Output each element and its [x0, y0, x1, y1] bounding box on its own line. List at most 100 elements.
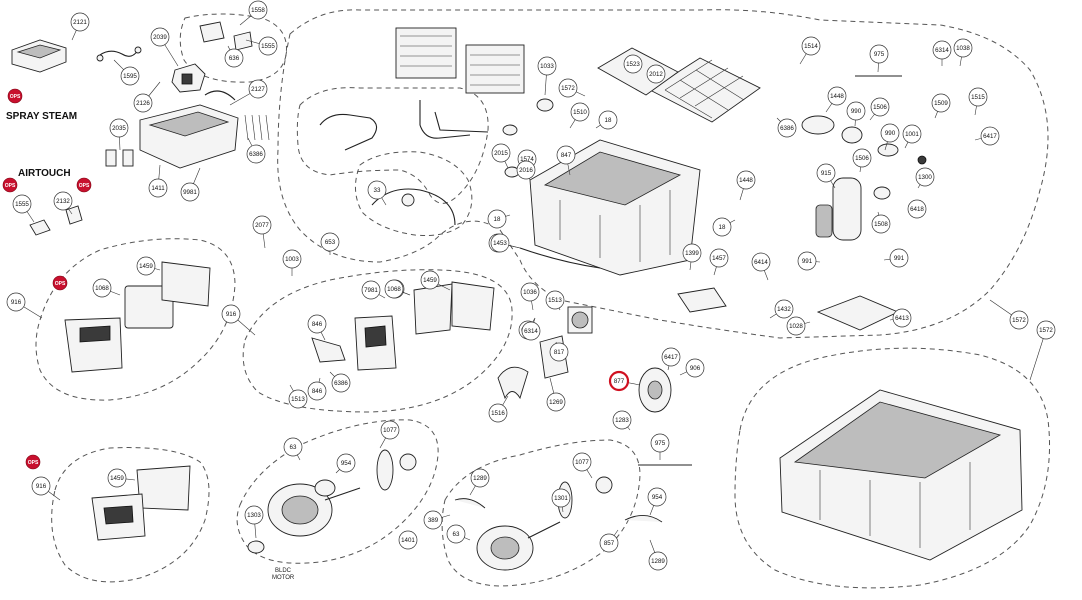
callout-circle — [968, 87, 988, 107]
callout-circle — [623, 54, 643, 74]
group-outline-pipes — [296, 87, 489, 204]
callout-circle — [244, 505, 264, 525]
callout-circle — [367, 180, 387, 200]
option-badge: OPS — [52, 275, 68, 291]
callout-circle — [915, 167, 935, 187]
callout-circle — [12, 194, 32, 214]
callout-number: 1459 — [139, 263, 153, 270]
option-badge-circle — [76, 177, 92, 193]
callout-1003: 1003 — [282, 249, 302, 276]
callout-number: 2121 — [73, 19, 87, 26]
callout-1555: 1555 — [12, 194, 35, 223]
bldc-label: BLDC — [275, 568, 292, 574]
base-unit — [779, 389, 1023, 561]
callout-1572: 1572 — [558, 78, 586, 98]
callout-circle — [520, 282, 540, 302]
callout-1572: 1572 — [989, 299, 1029, 330]
callout-circle — [751, 252, 771, 272]
callout-1514: 1514 — [799, 36, 821, 65]
callout-1077: 1077 — [379, 420, 400, 449]
callout-number: 2015 — [494, 150, 508, 157]
motor-label: MOTOR — [272, 575, 295, 581]
callout-number: 1516 — [491, 410, 505, 417]
callout-1457: 1457 — [709, 248, 729, 276]
callout-number: 1028 — [789, 323, 803, 330]
callout-circle — [556, 145, 576, 165]
callout-number: 33 — [374, 187, 381, 194]
callout-circle — [537, 56, 557, 76]
callout-circle — [446, 524, 466, 544]
callout-number: 1509 — [934, 100, 948, 107]
callout-circle — [361, 280, 381, 300]
callout-1036: 1036 — [520, 282, 540, 311]
callout-975: 975 — [869, 44, 889, 73]
callout-number: 954 — [652, 494, 663, 501]
callout-circle — [598, 110, 618, 130]
callout-6386: 6386 — [329, 371, 351, 393]
compressor — [815, 177, 862, 241]
callout-number: 6386 — [334, 380, 348, 387]
callout-circle — [331, 373, 351, 393]
callout-number: 6417 — [983, 133, 997, 140]
callout-number: 916 — [226, 311, 237, 318]
callout-6417: 6417 — [661, 347, 681, 371]
group-outline-base — [734, 347, 1050, 589]
callout-circle — [246, 144, 266, 164]
callout-1283: 1283 — [612, 410, 632, 431]
callout-number: 6418 — [910, 206, 924, 213]
callout-7981: 7981 — [361, 280, 386, 300]
callout-number: 1399 — [685, 250, 699, 257]
callout-1401: 1401 — [398, 530, 418, 550]
callout-circle — [521, 321, 541, 341]
callout-number: 1077 — [575, 459, 589, 466]
callout-circle — [558, 78, 578, 98]
callout-1068: 1068 — [384, 279, 411, 299]
callout-number: 1068 — [95, 285, 109, 292]
callout-1513: 1513 — [288, 384, 308, 409]
callout-circle — [648, 551, 668, 571]
callout-number: 1038 — [956, 45, 970, 52]
callout-990: 990 — [846, 101, 866, 127]
callout-circle — [612, 410, 632, 430]
option-badge-text: OPS — [10, 94, 21, 100]
callout-number: 1513 — [291, 396, 305, 403]
callout-916: 916 — [221, 304, 256, 336]
callout-number: 1301 — [554, 495, 568, 502]
callout-number: 1401 — [401, 537, 415, 544]
callout-number: 915 — [821, 170, 832, 177]
bracket — [677, 287, 727, 313]
callout-circle — [647, 487, 667, 507]
callout-circle — [248, 79, 268, 99]
callout-number: 975 — [874, 51, 885, 58]
callout-circle — [816, 163, 836, 183]
callout-circle — [398, 530, 418, 550]
group-outline-top-sensors — [179, 13, 287, 83]
spray-steam-label: SPRAY STEAM — [6, 111, 77, 122]
callout-1411: 1411 — [148, 164, 168, 198]
callout-number: 906 — [690, 365, 701, 372]
spray-steam-control-board — [11, 39, 67, 73]
callout-9981: 9981 — [180, 167, 201, 202]
callout-389: 389 — [423, 510, 451, 530]
callout-1068: 1068 — [92, 278, 121, 298]
group-outline-filter-bottom — [51, 447, 210, 583]
callout-1459: 1459 — [107, 468, 136, 488]
group-outline-bldc-motor — [236, 419, 439, 564]
callout-circle — [516, 160, 536, 180]
callout-846: 846 — [307, 377, 327, 401]
callout-number: 1595 — [123, 73, 137, 80]
callout-1453: 1453 — [490, 233, 521, 253]
callout-number: 991 — [894, 255, 905, 262]
callout-number: 846 — [312, 321, 323, 328]
callout-circle — [70, 12, 90, 32]
callout-991: 991 — [797, 251, 821, 271]
callout-1303: 1303 — [244, 505, 264, 539]
option-badge-text: OPS — [79, 183, 90, 189]
callout-circle — [599, 533, 619, 553]
callout-2126: 2126 — [133, 81, 161, 113]
callout-number: 990 — [885, 130, 896, 137]
callout-circle — [570, 102, 590, 122]
callout-number: 916 — [11, 299, 22, 306]
steam-valve — [171, 63, 206, 93]
callout-circle — [307, 381, 327, 401]
